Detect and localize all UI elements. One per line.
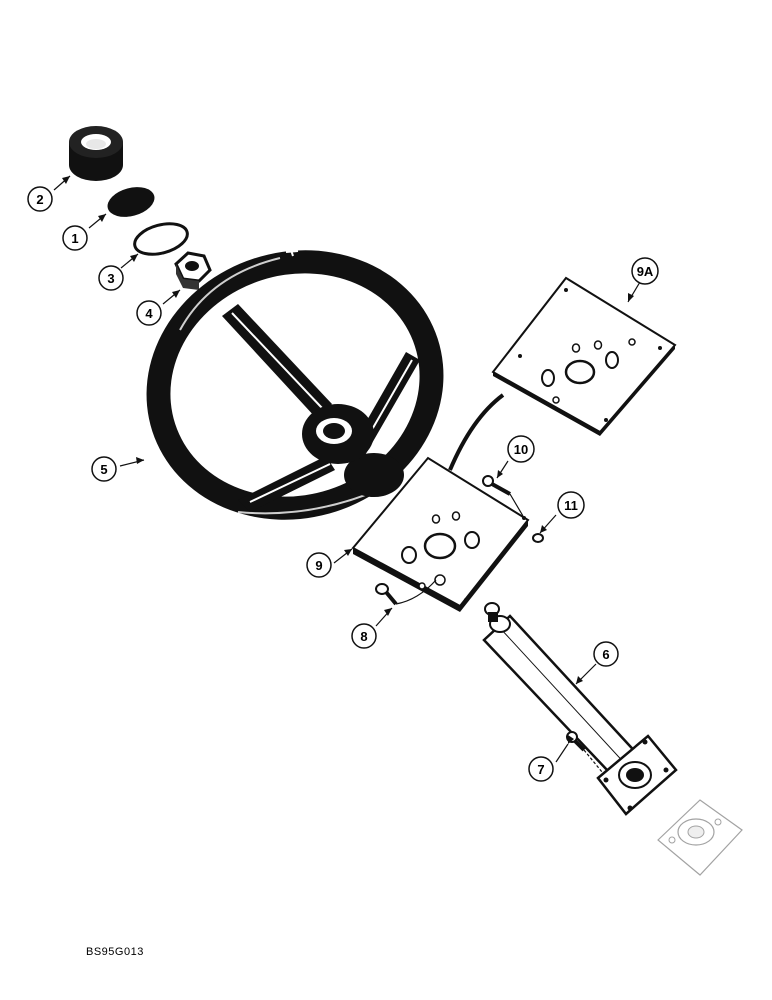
drawing-reference-code: BS95G013: [86, 946, 144, 958]
steering-valve-part: [657, 799, 743, 876]
callout-7: 7: [528, 756, 554, 782]
steering-column-part: [482, 602, 678, 816]
plate-bolt-part: [375, 579, 437, 606]
callout-label-10: 10: [514, 442, 528, 457]
callout-label-9a: 9A: [637, 264, 654, 279]
callout-2: 2: [27, 186, 53, 212]
emblem-disc-part: [107, 187, 155, 217]
gasket-part: [491, 276, 677, 436]
callout-9: 9: [306, 552, 332, 578]
callout-label-2: 2: [36, 192, 43, 207]
leader-arrowheads: [62, 176, 634, 744]
callout-6: 6: [593, 641, 619, 667]
callout-label-5: 5: [100, 462, 107, 477]
callout-label-8: 8: [360, 629, 367, 644]
mounting-plate-part: [351, 456, 530, 612]
small-nut-part: [532, 533, 544, 543]
callout-label-6: 6: [602, 647, 609, 662]
callout-5: 5: [91, 456, 117, 482]
callout-9a: 9A: [631, 257, 659, 285]
callout-label-11: 11: [564, 498, 578, 513]
callout-label-4: 4: [145, 306, 153, 321]
callout-11: 11: [557, 491, 585, 519]
steering-wheel-part: [146, 246, 444, 520]
screw-part: [482, 475, 524, 517]
callout-1: 1: [62, 225, 88, 251]
callout-8: 8: [351, 623, 377, 649]
callout-10: 10: [507, 435, 535, 463]
callout-label-9: 9: [315, 558, 322, 573]
hex-nut-part: [174, 251, 212, 290]
callout-3: 3: [98, 265, 124, 291]
callout-label-7: 7: [537, 762, 544, 777]
callout-label-3: 3: [107, 271, 114, 286]
callout-label-1: 1: [71, 231, 78, 246]
callout-4: 4: [136, 300, 162, 326]
gasket-alignment-line: [448, 393, 505, 471]
horn-cap-part: [69, 126, 123, 181]
o-ring-part: [133, 222, 189, 256]
